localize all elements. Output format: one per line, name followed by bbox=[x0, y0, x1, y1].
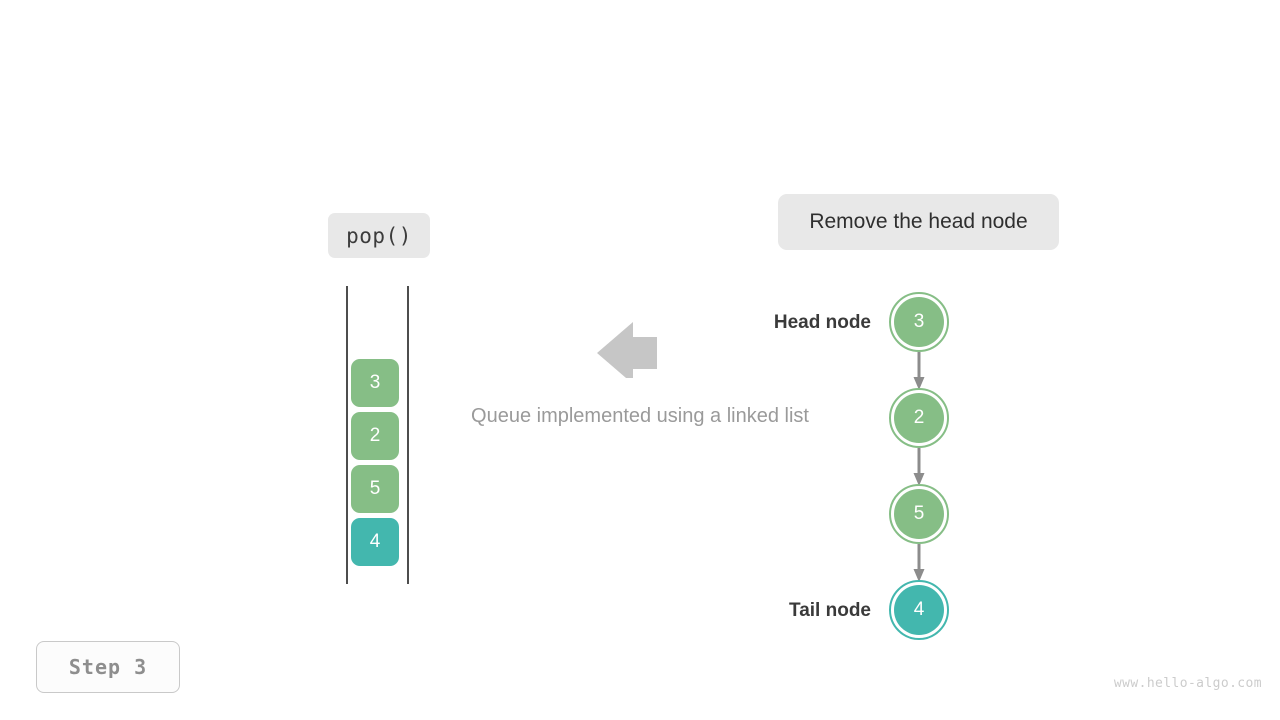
head-node-label: Head node bbox=[773, 312, 871, 333]
flow-arrow-left-icon bbox=[595, 318, 659, 384]
linked-list: Head node 3 2 bbox=[730, 285, 980, 645]
queue-cell: 2 bbox=[351, 412, 399, 460]
node-value: 5 bbox=[913, 503, 925, 524]
caption-text: Queue implemented using a linked list bbox=[471, 405, 809, 427]
watermark: www.hello-algo.com bbox=[1113, 676, 1262, 691]
queue-cell-value: 3 bbox=[369, 372, 381, 393]
node-disc: 4 bbox=[894, 585, 944, 635]
linked-list-node-head: 3 bbox=[889, 292, 949, 352]
operation-badge-label: pop() bbox=[346, 223, 412, 248]
queue-cell-list: 3 2 5 4 bbox=[351, 359, 399, 571]
step-badge: Step 3 bbox=[36, 641, 180, 693]
linked-list-node: 2 bbox=[889, 388, 949, 448]
node-disc: 2 bbox=[894, 393, 944, 443]
linked-list-link-arrow bbox=[913, 448, 925, 488]
tail-node-label: Tail node bbox=[789, 600, 871, 621]
queue-cell: 5 bbox=[351, 465, 399, 513]
queue-cell-value: 2 bbox=[369, 425, 381, 446]
node-value: 2 bbox=[913, 407, 925, 428]
linked-list-node-tail: 4 bbox=[889, 580, 949, 640]
queue-cell: 3 bbox=[351, 359, 399, 407]
queue-rail-left bbox=[346, 286, 348, 584]
operation-badge: pop() bbox=[328, 213, 430, 258]
linked-list-link-arrow bbox=[913, 544, 925, 584]
linked-list-node: 5 bbox=[889, 484, 949, 544]
queue-cell-value: 5 bbox=[369, 478, 381, 499]
node-disc: 3 bbox=[894, 297, 944, 347]
description-badge-label: Remove the head node bbox=[809, 210, 1028, 233]
linked-list-link-arrow bbox=[913, 352, 925, 392]
queue-rail-right bbox=[407, 286, 409, 584]
node-disc: 5 bbox=[894, 489, 944, 539]
queue-column: 3 2 5 4 bbox=[340, 280, 416, 592]
node-value: 4 bbox=[913, 599, 925, 620]
node-value: 3 bbox=[913, 311, 925, 332]
description-badge: Remove the head node bbox=[778, 194, 1059, 250]
queue-cell-highlighted: 4 bbox=[351, 518, 399, 566]
queue-cell-value: 4 bbox=[369, 531, 381, 552]
step-badge-label: Step 3 bbox=[68, 655, 148, 679]
